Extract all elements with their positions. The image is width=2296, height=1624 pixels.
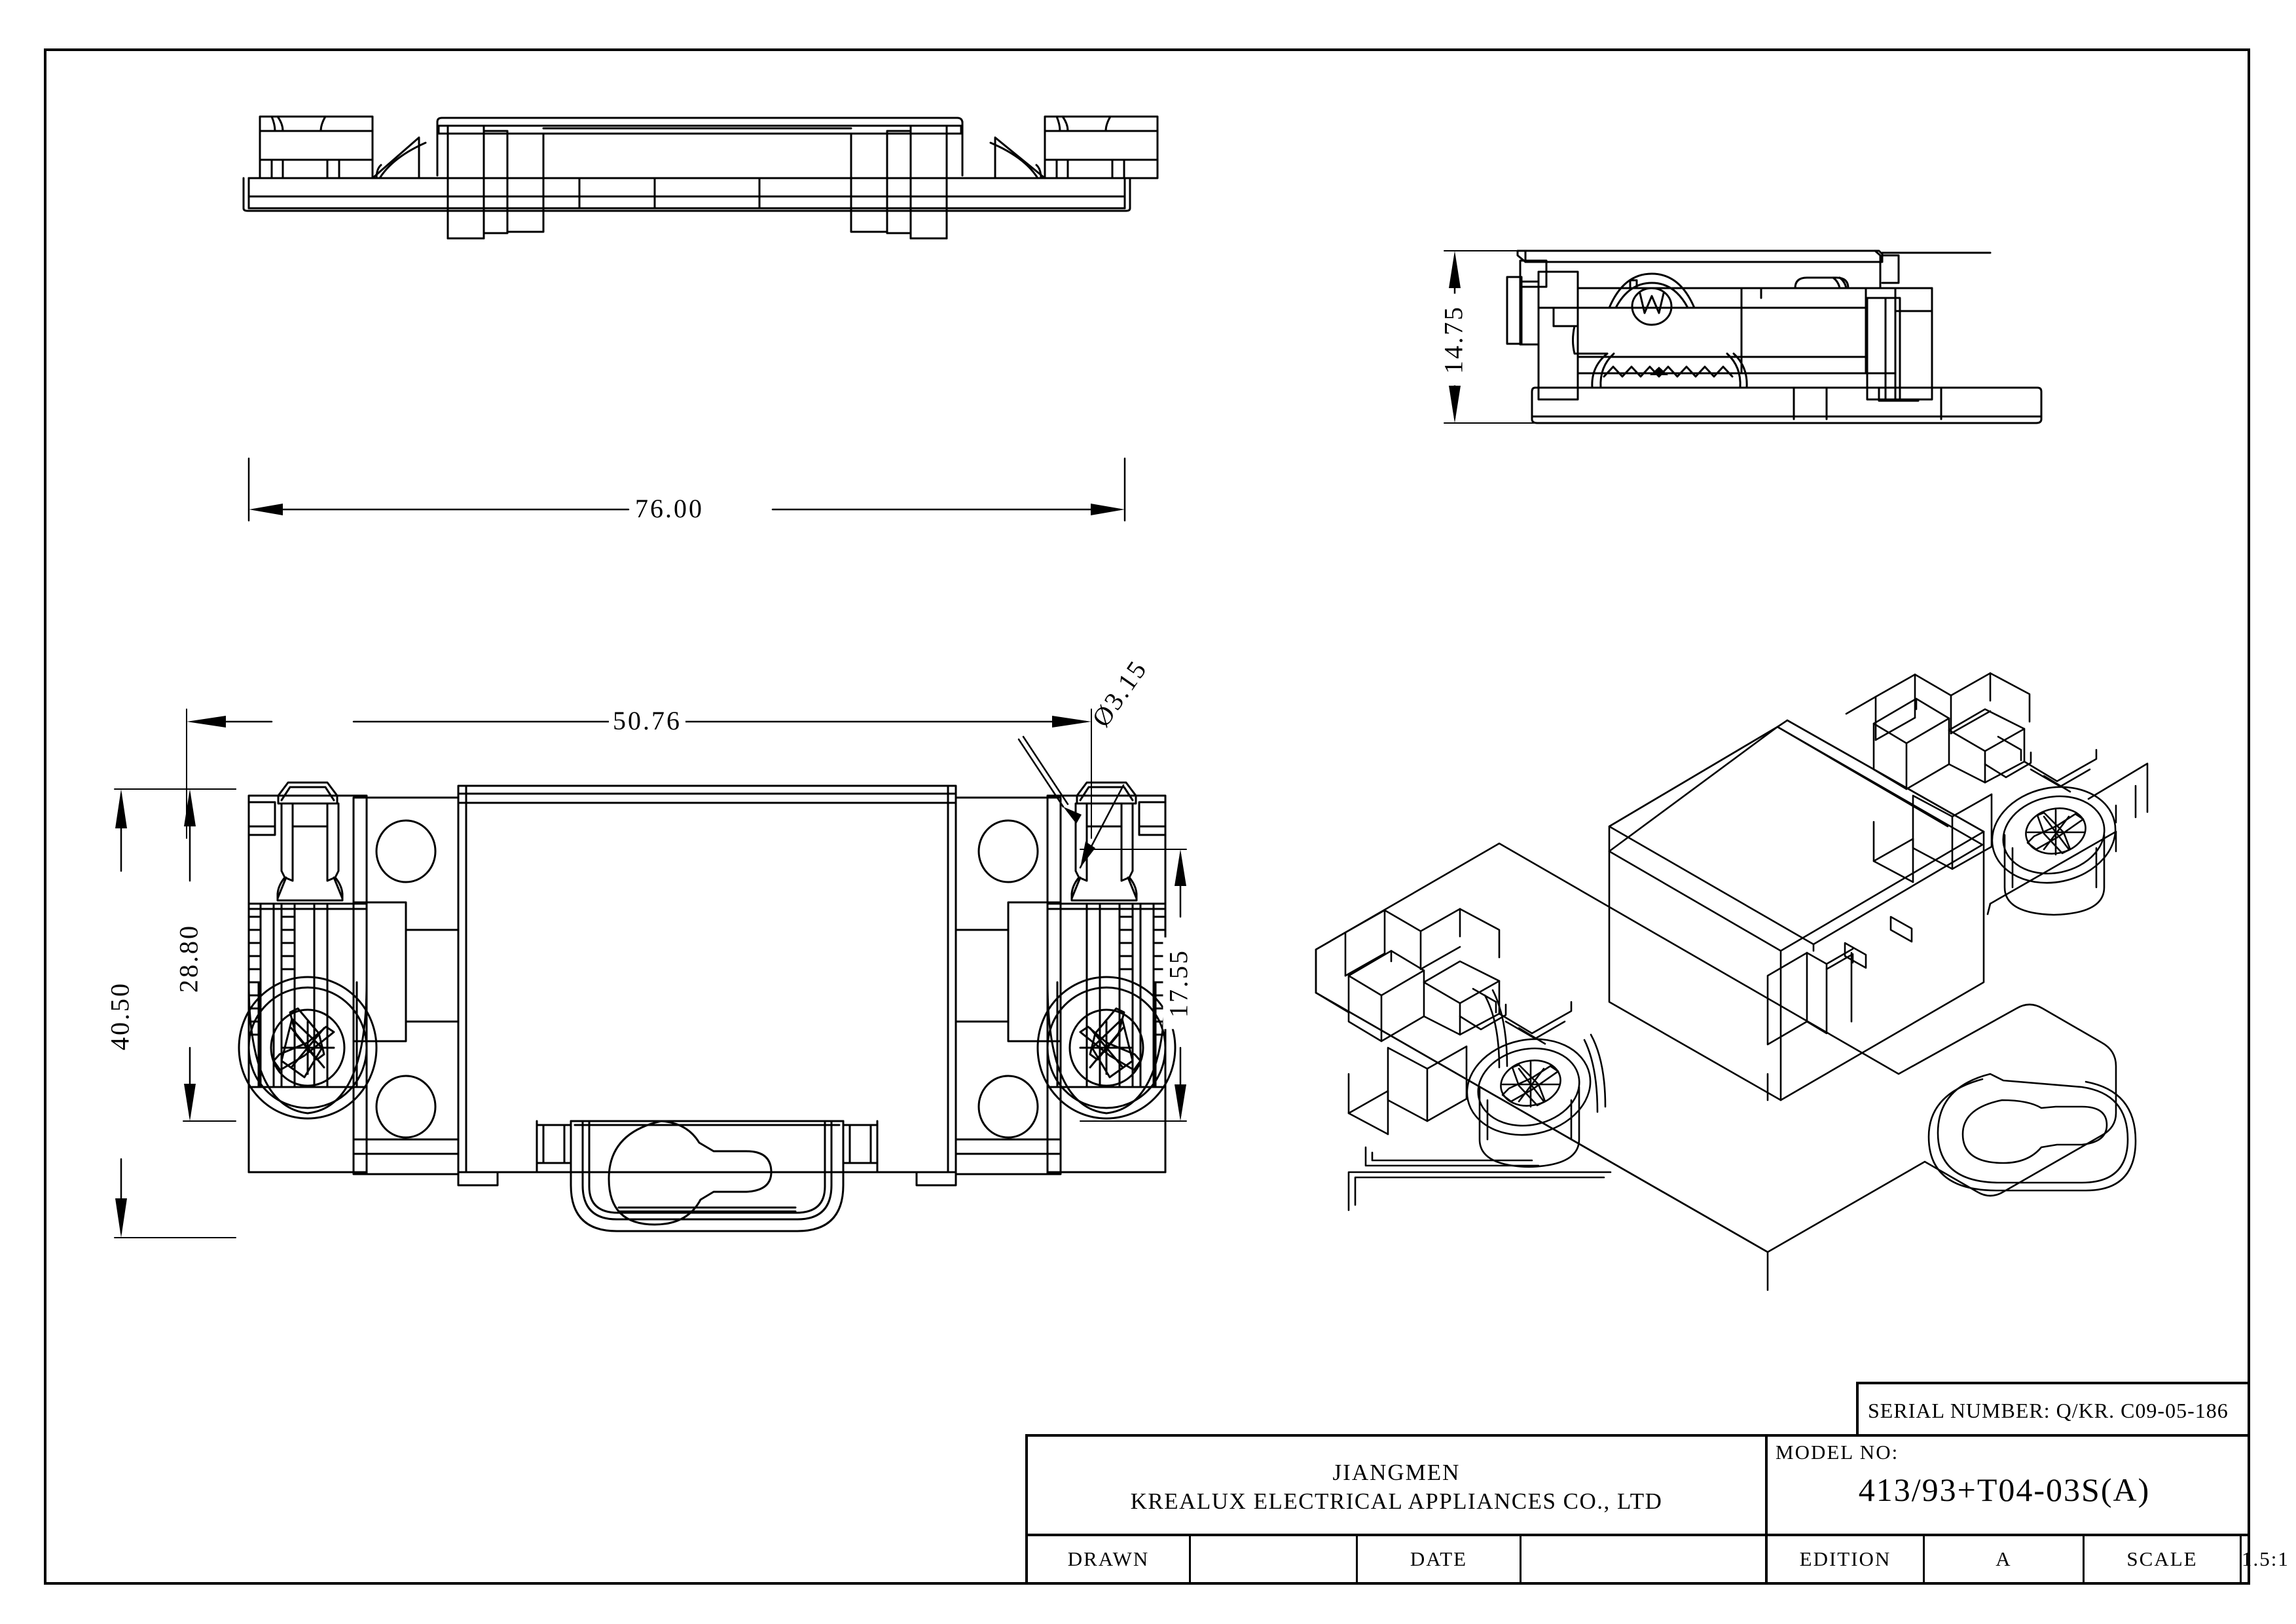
dimension-label-17-55: 17.55 xyxy=(1163,937,1194,1029)
serial-number-box: SERIAL NUMBER: Q/KR. C09-05-186 xyxy=(1856,1382,2250,1437)
company-name: KREALUX ELECTRICAL APPLIANCES CO., LTD xyxy=(1130,1488,1663,1514)
dimension-label-76: 76.00 xyxy=(631,493,708,524)
dimension-label-14-75: 14.75 xyxy=(1438,293,1469,386)
drawn-label: DRAWN xyxy=(1028,1536,1191,1582)
dimension-label-28-80: 28.80 xyxy=(173,912,204,1005)
company-name-cell: JIANGMEN KREALUX ELECTRICAL APPLIANCES C… xyxy=(1028,1437,1768,1534)
drawn-value[interactable] xyxy=(1191,1536,1358,1582)
drawing-border xyxy=(44,48,2250,1585)
title-block-lower-row: DRAWN DATE EDITION A SCALE 1.5:1 xyxy=(1028,1536,2288,1582)
dimension-label-40-50: 40.50 xyxy=(104,970,136,1062)
dimension-label-50-76: 50.76 xyxy=(609,705,685,736)
model-number-label: MODEL NO: xyxy=(1776,1441,1899,1464)
date-value[interactable] xyxy=(1522,1536,1768,1582)
scale-value: 1.5:1 xyxy=(2242,1547,2289,1570)
title-block-upper-row: JIANGMEN KREALUX ELECTRICAL APPLIANCES C… xyxy=(1028,1437,2248,1536)
company-city: JIANGMEN xyxy=(1332,1460,1461,1486)
date-label: DATE xyxy=(1358,1536,1522,1582)
model-number-cell: MODEL NO: 413/93+T04-03S(A) xyxy=(1768,1437,2248,1534)
scale-label: SCALE xyxy=(2085,1536,2242,1582)
serial-number-text: SERIAL NUMBER: Q/KR. C09-05-186 xyxy=(1868,1398,2229,1422)
edition-value: A xyxy=(1925,1536,2085,1582)
model-number-value: 413/93+T04-03S(A) xyxy=(1858,1471,2151,1508)
title-block: JIANGMEN KREALUX ELECTRICAL APPLIANCES C… xyxy=(1025,1434,2288,1585)
edition-label: EDITION xyxy=(1768,1536,1925,1582)
